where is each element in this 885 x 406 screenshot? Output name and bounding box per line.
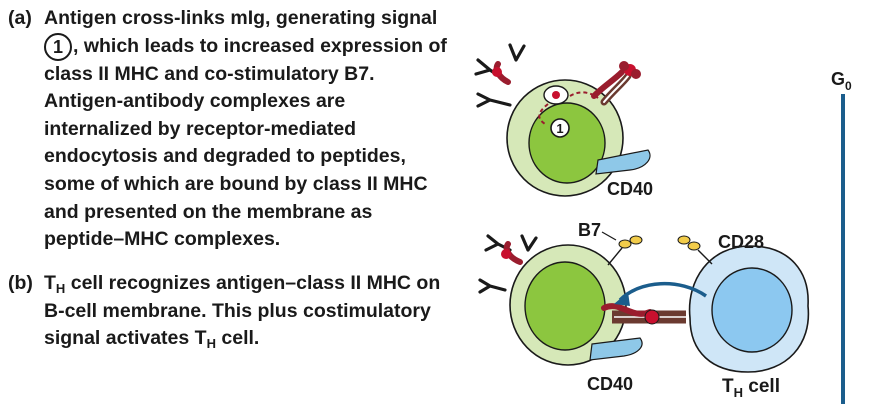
b-cell-top-nucleus bbox=[528, 102, 606, 184]
th-cell bbox=[677, 235, 810, 373]
panel-a-line-7: some of which are bound by class II MHC bbox=[44, 172, 428, 195]
panel-a-line-9: peptide–MHC complexes. bbox=[44, 228, 281, 251]
g0-label-sub: 0 bbox=[845, 79, 852, 93]
panel-a-line-5: internalized by receptor-mediated bbox=[44, 117, 357, 140]
panel-b-line-3-pre: signal activates T bbox=[44, 327, 207, 350]
panel-a-line-4: Antigen-antibody complexes are bbox=[44, 90, 346, 113]
costim-signal-arrowhead bbox=[614, 292, 630, 306]
panel-b-line-1-pre: T bbox=[44, 272, 56, 294]
mhc-top-right bbox=[591, 61, 641, 106]
cd28-molecule bbox=[677, 235, 713, 265]
mig-receptor-bottom-3 bbox=[520, 234, 538, 252]
panel-b-label: (b) bbox=[8, 272, 33, 294]
panel-a-line-1: Antigen cross-links mIg, generating sign… bbox=[44, 7, 438, 29]
th-cell-nucleus bbox=[711, 267, 793, 353]
tcr-mhc-synapse bbox=[601, 303, 686, 325]
panel-a-text: (a) Antigen cross-links mIg, generating s… bbox=[8, 5, 468, 254]
b7-leader bbox=[601, 231, 617, 241]
th-cell-label: TH cell bbox=[722, 376, 780, 400]
panel-a-label: (a) bbox=[8, 7, 32, 29]
b7-molecule bbox=[607, 235, 643, 266]
panel-b-line-2: B-cell membrane. This plus costimulatory bbox=[44, 299, 431, 322]
g0-label: G0 bbox=[831, 69, 852, 93]
th-cell-label-pre: T bbox=[722, 376, 734, 397]
b-cell-top: 1 bbox=[474, 43, 651, 197]
signal-arrow-left bbox=[538, 103, 549, 125]
mig-receptor-bottom-2 bbox=[478, 278, 507, 294]
g0-label-main: G bbox=[831, 69, 845, 89]
b-cell-bottom bbox=[478, 234, 643, 366]
b-cell-bottom-nucleus bbox=[524, 261, 606, 351]
signal-1-marker-circle bbox=[550, 118, 570, 138]
panel-a-line-3: class II MHC and co-stimulatory B7. bbox=[44, 62, 375, 85]
b7-label: B7 bbox=[578, 220, 601, 240]
cd40-bottom-label: CD40 bbox=[587, 374, 633, 394]
mig-receptor-top-3 bbox=[508, 43, 526, 62]
panel-a-line-8: and presented on the membrane as bbox=[44, 200, 373, 223]
panel-a-line-2: , which leads to increased expression of bbox=[73, 34, 447, 57]
cd40-top-label: CD40 bbox=[607, 179, 653, 199]
signal-arrow-right bbox=[569, 91, 599, 99]
panel-b-line-1-sub: H bbox=[55, 281, 66, 296]
panel-b-line-1-rest: cell recognizes antigen–class II MHC on bbox=[65, 272, 441, 294]
endocytic-vesicle bbox=[543, 85, 569, 105]
th-cell-label-rest: cell bbox=[743, 376, 780, 397]
mhc-top-left bbox=[492, 61, 511, 85]
panel-b-line-3-rest: cell. bbox=[215, 327, 260, 350]
signal-number-badge: 1 bbox=[44, 32, 72, 61]
panel-b-text: (b)TH cell recognizes antigen–class II M… bbox=[8, 270, 468, 353]
cd40-bottom-shape bbox=[589, 337, 643, 361]
mhc-bottom-left bbox=[501, 241, 523, 265]
cd28-label: CD28 bbox=[718, 232, 764, 252]
panel-b-line-3-sub: H bbox=[206, 336, 216, 352]
panel-a-line-6: endocytosis and degraded to peptides, bbox=[44, 145, 406, 168]
cd40-top-shape bbox=[595, 149, 651, 175]
th-cell-label-sub: H bbox=[734, 385, 743, 400]
mig-receptor-top-2 bbox=[476, 92, 512, 108]
signal-1-marker-text: 1 bbox=[556, 121, 563, 136]
